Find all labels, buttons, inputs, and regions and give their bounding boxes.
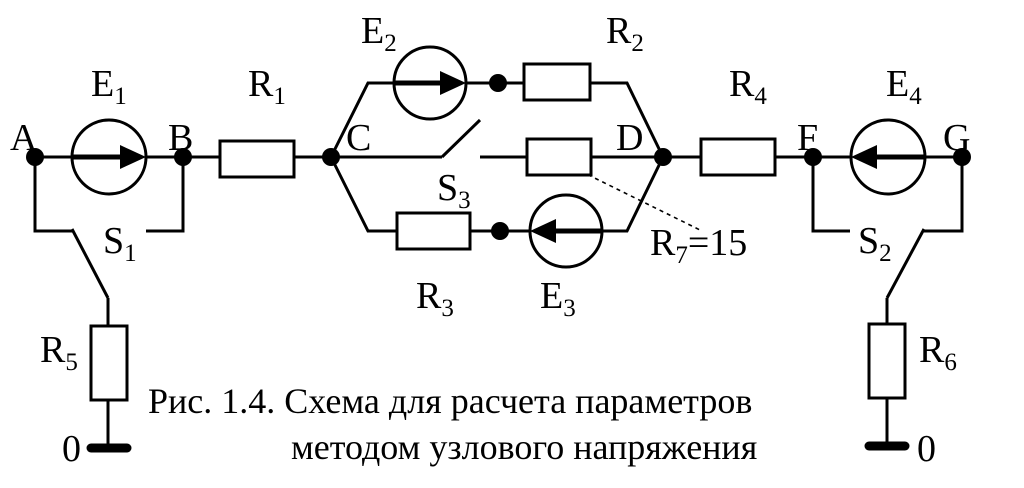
switch-s2-blade <box>885 228 926 299</box>
label-r4: R4 <box>729 63 767 110</box>
resistor-r6 <box>867 322 907 400</box>
switch-s1-blade <box>70 228 110 299</box>
label-r7: R7=15 <box>650 222 747 269</box>
junction-e2-r2 <box>489 74 507 92</box>
switch-s3-blade <box>440 118 482 159</box>
label-s2: S2 <box>858 220 892 267</box>
sources <box>70 45 927 269</box>
node-c-dot <box>322 148 340 166</box>
resistor-r1 <box>218 139 296 179</box>
source-e2 <box>392 45 468 121</box>
wire-s2-left <box>811 157 850 233</box>
caption-line-2: методом узлового напряжения <box>291 427 757 467</box>
resistor-r4 <box>699 137 777 177</box>
junctions <box>26 74 971 240</box>
label-r6: R6 <box>919 329 957 376</box>
resistor-r7 <box>525 137 593 177</box>
node-d-dot <box>654 148 672 166</box>
label-e2: E2 <box>361 10 397 57</box>
label-e3: E3 <box>540 275 576 322</box>
wire-s1-left <box>33 157 72 233</box>
label-e4: E4 <box>886 63 922 110</box>
node-c-label: C <box>346 117 371 159</box>
source-e1 <box>70 118 148 196</box>
node-a-dot <box>26 148 44 166</box>
wire-s2-right <box>924 157 964 233</box>
ground-left-label: 0 <box>62 428 81 470</box>
label-s3: S3 <box>437 167 471 214</box>
label-r5: R5 <box>40 329 78 376</box>
ground-right-label: 0 <box>917 428 936 470</box>
wire-c-e2 <box>329 81 394 158</box>
wire-c-r3 <box>329 156 398 233</box>
label-r1: R1 <box>248 63 286 110</box>
node-b-label: B <box>168 117 193 159</box>
junction-r3-e3 <box>491 222 509 240</box>
node-a-label: A <box>10 117 38 159</box>
resistor-r2 <box>522 62 592 102</box>
node-d-label: D <box>616 117 643 159</box>
wire-e3-d <box>602 156 665 233</box>
node-f-dot <box>804 148 822 166</box>
caption-line-1: Рис. 1.4. Схема для расчета параметров <box>148 381 752 421</box>
wire-s1-right <box>146 157 185 233</box>
wire-r2-d <box>590 81 665 158</box>
source-e4 <box>849 118 927 196</box>
label-e1: E1 <box>91 63 127 110</box>
resistor-r3 <box>395 211 472 251</box>
resistors <box>89 62 907 402</box>
node-g-dot <box>953 148 971 166</box>
label-s1: S1 <box>103 220 137 267</box>
node-g-label: G <box>943 117 970 159</box>
label-r3: R3 <box>416 275 454 322</box>
node-f-label: F <box>797 117 818 159</box>
resistor-r5 <box>89 324 129 402</box>
label-r2: R2 <box>606 10 644 57</box>
source-e3 <box>528 193 604 269</box>
node-b-dot <box>174 148 192 166</box>
